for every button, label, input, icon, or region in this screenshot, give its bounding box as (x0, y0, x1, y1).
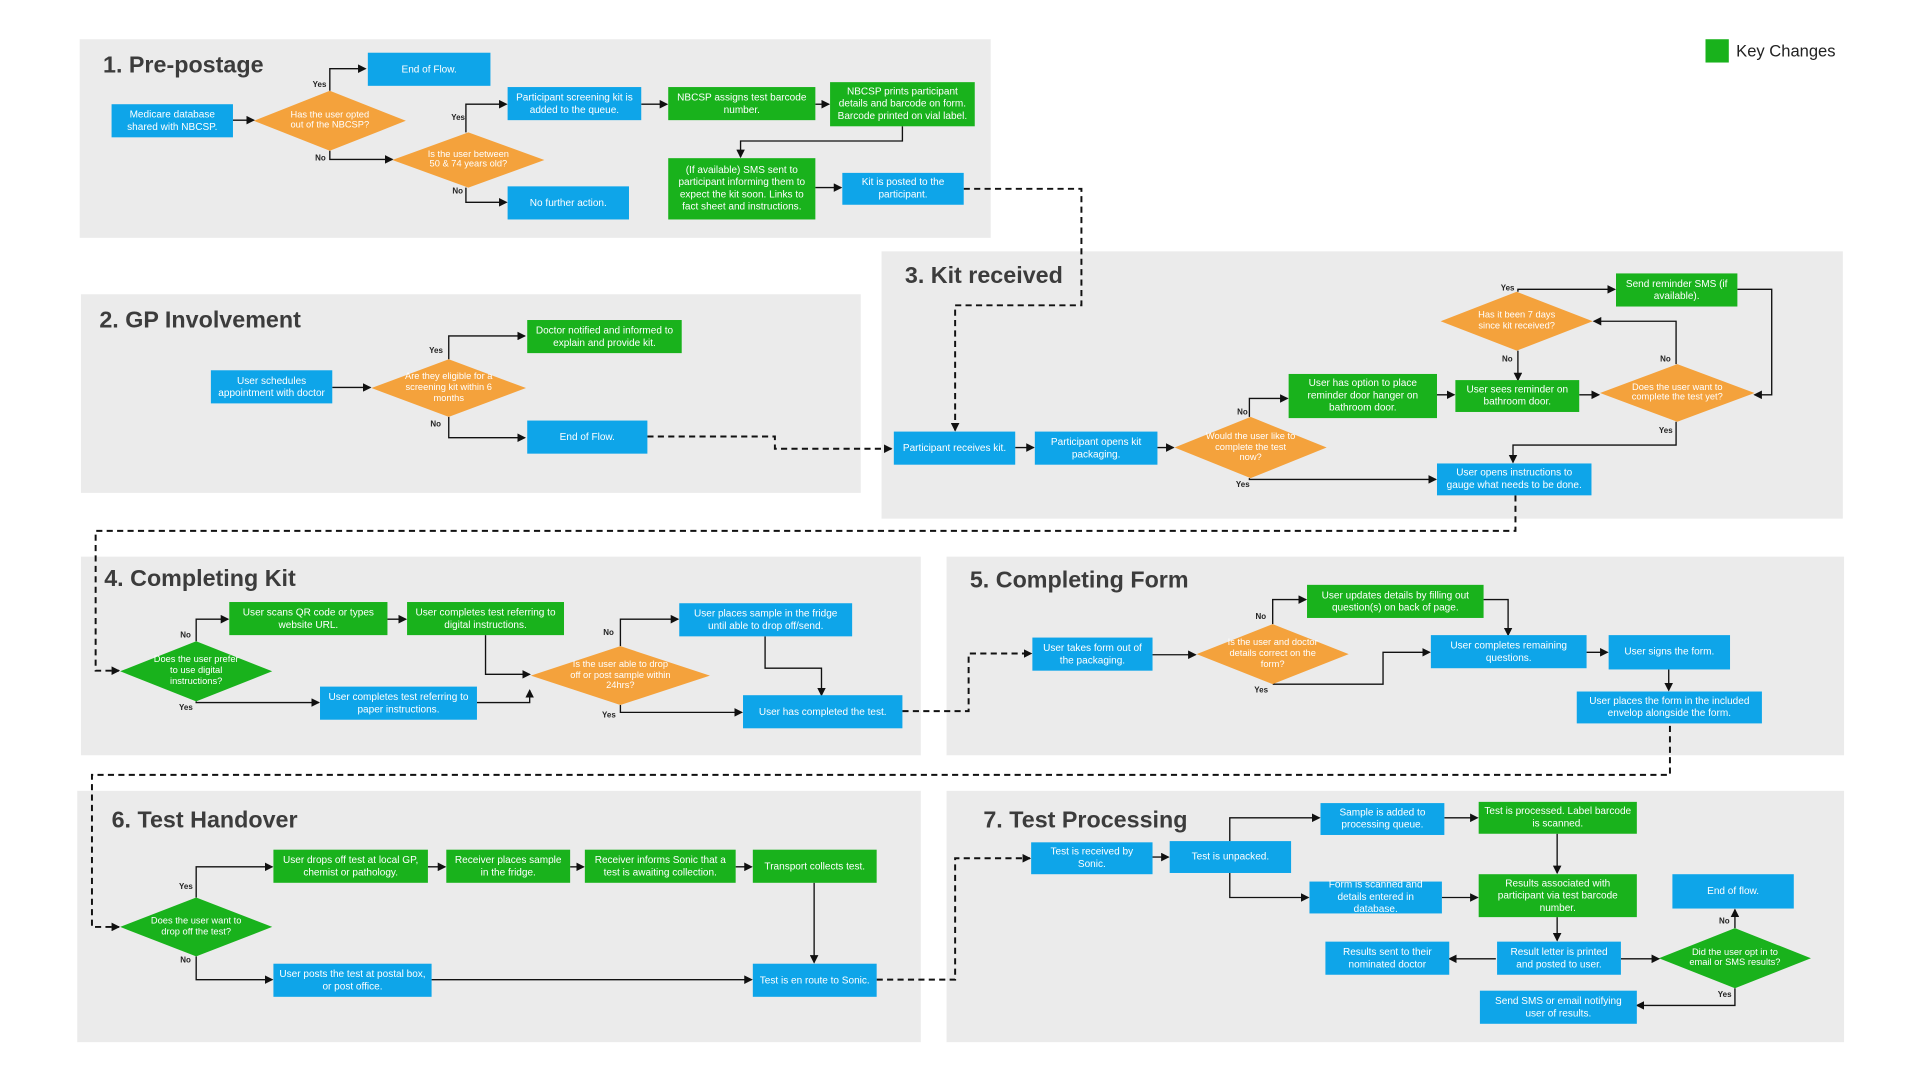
node-sample-queue: Sample is added to processing queue. (1320, 803, 1445, 835)
label-no: No (1237, 408, 1248, 417)
node-sent-doctor: Results sent to their nominated doctor (1325, 941, 1450, 975)
node-results-associated: Results associated with participant via … (1478, 874, 1637, 918)
decision-prefer-digital-text: Does the user prefer to use digital inst… (153, 653, 239, 687)
node-opens-kit: Participant opens kit packaging. (1034, 431, 1158, 465)
node-receiver-informs: Receiver informs Sonic that a test is aw… (584, 849, 736, 883)
node-prints-details: NBCSP prints participant details and bar… (830, 82, 975, 127)
node-end-of-flow-7: End of flow. (1672, 874, 1794, 909)
decision-complete-now-text: Would the user like to complete the test… (1205, 429, 1296, 463)
node-updates-details: User updates details by filling out ques… (1307, 584, 1484, 618)
decision-eligible-text: Are they eligible for a screening kit wi… (404, 370, 493, 404)
decision-seven-days: Has it been 7 days since kit received? (1440, 291, 1593, 351)
decision-prefer-digital: Does the user prefer to use digital inst… (120, 641, 273, 702)
label-yes: Yes (179, 703, 193, 713)
label-yes: Yes (1658, 426, 1673, 436)
node-signs-form: User signs the form. (1608, 635, 1731, 670)
node-drops-gp: User drops off test at local GP, chemist… (273, 849, 428, 883)
label-no: No (180, 631, 191, 641)
node-received-sonic: Test is received by Sonic. (1031, 842, 1153, 875)
node-door-hanger: User has option to place reminder door h… (1288, 373, 1437, 419)
decision-opt-email: Did the user opt in to email or SMS resu… (1658, 928, 1811, 989)
decision-seven-days-text: Has it been 7 days since kit received? (1478, 309, 1556, 332)
label-no: No (1255, 613, 1267, 622)
label-yes: Yes (179, 882, 193, 892)
decision-opted-out-text: Has the user opted out of the NBCSP? (290, 108, 370, 131)
node-sees-reminder: User sees reminder on bathroom door. (1455, 380, 1580, 412)
node-kit-posted: Kit is posted to the participant. (842, 172, 964, 205)
node-reminder-sms: Send reminder SMS (if available). (1615, 273, 1738, 307)
label-no: No (430, 420, 441, 430)
node-kit-added-queue: Participant screening kit is added to th… (507, 87, 642, 121)
label-no: No (1660, 355, 1671, 365)
legend-swatch (1705, 39, 1729, 63)
panel-title-test-processing: 7. Test Processing (983, 807, 1188, 834)
decision-drop-off: Does the user want to drop off the test? (120, 897, 273, 957)
label-yes: Yes (312, 80, 327, 90)
node-end-of-flow-1: End of Flow. (367, 52, 491, 86)
node-places-form: User places the form in the included env… (1576, 691, 1762, 724)
panel-title-kit-received: 3. Kit received (904, 263, 1063, 290)
node-digital-instructions: User completes test referring to digital… (407, 602, 565, 636)
node-receives-kit: Participant receives kit. (893, 431, 1016, 465)
decision-details-correct: Is the user and doctor details correct o… (1196, 624, 1349, 685)
decision-want-complete: Does the user want to complete the test … (1600, 364, 1755, 422)
panel-title-completing-kit: 4. Completing Kit (104, 566, 296, 593)
node-doctor-notified: Doctor notified and informed to explain … (527, 320, 682, 354)
node-en-route: Test is en route to Sonic. (752, 963, 877, 997)
label-yes: Yes (1235, 480, 1250, 490)
panel-title-pre-postage: 1. Pre-postage (102, 52, 264, 79)
node-scan-qr: User scans QR code or types website URL. (229, 602, 388, 636)
node-receiver-fridge: Receiver places sample in the fridge. (446, 849, 571, 883)
label-yes: Yes (429, 346, 443, 356)
node-letter-printed: Result letter is printed and posted to u… (1497, 941, 1621, 975)
label-no: No (452, 187, 464, 197)
decision-complete-now: Would the user like to complete the test… (1174, 416, 1327, 479)
decision-want-complete-text: Does the user want to complete the test … (1631, 380, 1723, 403)
label-yes: Yes (1717, 990, 1732, 1000)
node-assigns-barcode: NBCSP assigns test barcode number. (668, 87, 816, 121)
decision-opt-email-text: Did the user opt in to email or SMS resu… (1689, 945, 1781, 968)
panel-title-completing-form: 5. Completing Form (969, 567, 1189, 594)
decision-age-range: Is the user between 50 & 74 years old? (392, 132, 545, 188)
node-remaining-questions: User completes remaining questions. (1430, 635, 1587, 669)
node-fridge: User places sample in the fridge until a… (679, 603, 853, 637)
legend-label: Key Changes (1736, 41, 1836, 61)
label-yes: Yes (1500, 284, 1515, 294)
node-sms-notify: (If available) SMS sent to participant i… (668, 158, 816, 220)
node-test-processed: Test is processed. Label barcode is scan… (1478, 801, 1637, 834)
decision-drop-24hrs: Is the user able to drop off or post sam… (530, 646, 710, 706)
label-no: No (180, 956, 191, 965)
label-no: No (1501, 355, 1513, 365)
decision-drop-24hrs-text: Is the user able to drop off or post sam… (570, 657, 671, 691)
node-posts-test: User posts the test at postal box, or po… (273, 963, 432, 997)
node-form-scanned: Form is scanned and details entered in d… (1309, 879, 1442, 915)
label-yes: Yes (602, 711, 616, 720)
node-no-further-action: No further action. (507, 186, 629, 220)
label-yes: Yes (451, 114, 465, 123)
node-transport-collects: Transport collects test. (752, 849, 877, 883)
label-no: No (603, 628, 614, 638)
node-unpacked: Test is unpacked. (1169, 841, 1292, 873)
label-yes: Yes (1254, 686, 1269, 696)
node-takes-form: User takes form out of the packaging. (1032, 637, 1153, 671)
decision-opted-out: Has the user opted out of the NBCSP? (253, 90, 406, 151)
decision-drop-off-text: Does the user want to drop off the test? (150, 914, 242, 937)
node-medicare-database: Medicare database shared with NBCSP. (111, 104, 233, 138)
node-paper-instructions: User completes test referring to paper i… (320, 686, 477, 720)
label-no: No (1718, 917, 1730, 926)
panel-title-gp-involvement: 2. GP Involvement (99, 307, 301, 334)
node-schedule-appointment: User schedules appointment with doctor (210, 370, 333, 404)
node-open-instructions: User opens instructions to gauge what ne… (1436, 463, 1592, 496)
node-send-sms-results: Send SMS or email notifying user of resu… (1479, 990, 1637, 1024)
label-no: No (315, 154, 326, 164)
panel-title-test-handover: 6. Test Handover (111, 807, 298, 834)
node-end-of-flow-2: End of Flow. (527, 420, 648, 454)
decision-details-correct-text: Is the user and doctor details correct o… (1227, 636, 1318, 670)
decision-age-range-text: Is the user between 50 & 74 years old? (427, 147, 509, 170)
node-completed-test: User has completed the test. (743, 695, 903, 729)
decision-eligible: Are they eligible for a screening kit wi… (371, 359, 526, 417)
